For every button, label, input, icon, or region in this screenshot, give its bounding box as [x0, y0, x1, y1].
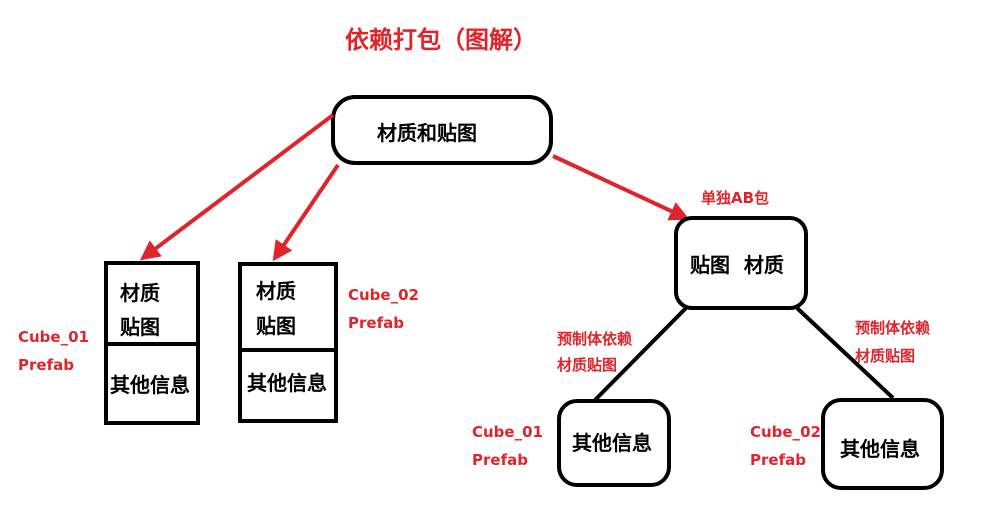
arrow-to-cube01-left: [139, 113, 335, 261]
bundle-node-box: [674, 216, 808, 310]
edge-2-label-line-2: 材质贴图: [855, 347, 915, 365]
center-node-box: [331, 95, 553, 165]
left-box-2-label-line-1: Cube_02: [348, 286, 419, 304]
bundle-node-label: 贴图 材质: [690, 253, 784, 277]
left-box-2: [238, 262, 338, 423]
left-box-1-top-line-2: 贴图: [120, 315, 160, 339]
bundle-arrow-label: 单独AB包: [701, 189, 769, 207]
left-box-1-top-line-1: 材质: [120, 281, 160, 305]
left-box-1-label-line-1: Cube_01: [18, 328, 89, 346]
left-box-2-label-line-2: Prefab: [348, 314, 404, 332]
edge-1-label-line-1: 预制体依赖: [557, 330, 632, 348]
edge-2-label-line-1: 预制体依赖: [855, 319, 930, 337]
diagram-title: 依赖打包（图解）: [345, 26, 537, 54]
left-box-1-label-line-2: Prefab: [18, 356, 74, 374]
center-node-label: 材质和贴图: [377, 121, 477, 145]
arrow-to-bundle: [552, 154, 690, 221]
left-box-2-top-line-2: 贴图: [256, 314, 296, 338]
arrow-to-cube02-left: [272, 163, 340, 262]
left-box-1-bottom: 其他信息: [110, 373, 190, 397]
child-1-caption-line-2: Prefab: [472, 451, 528, 469]
child-2-caption-line-2: Prefab: [750, 451, 806, 469]
child-2-label: 其他信息: [840, 437, 920, 461]
edge-1-label-line-2: 材质贴图: [557, 356, 617, 374]
left-box-2-top-line-1: 材质: [256, 279, 296, 303]
left-box-2-bottom: 其他信息: [247, 371, 327, 395]
child-1-box: [557, 399, 671, 487]
child-2-box: [821, 398, 944, 490]
child-2-caption-line-1: Cube_02: [750, 423, 821, 441]
connector-to-child-2: [795, 306, 895, 400]
connector-to-child-1: [593, 306, 688, 402]
child-1-label: 其他信息: [572, 431, 652, 455]
child-1-caption-line-1: Cube_01: [472, 423, 543, 441]
